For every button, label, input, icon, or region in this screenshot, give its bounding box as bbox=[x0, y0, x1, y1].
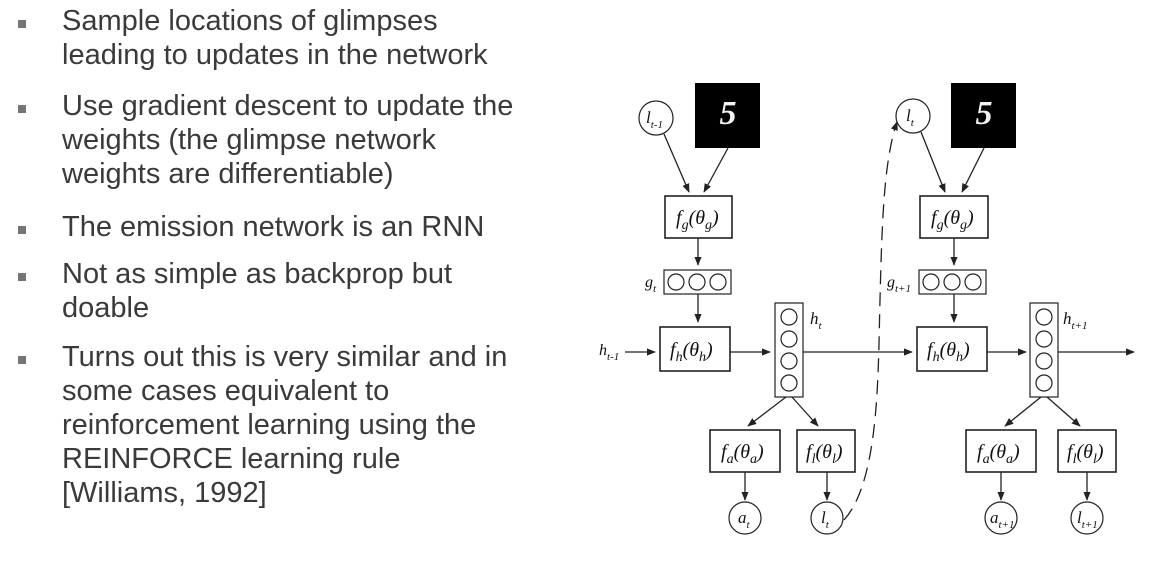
bullet-square-icon bbox=[18, 273, 26, 281]
glimpse-image: 5 bbox=[695, 83, 760, 148]
svg-text:fl(θl): fl(θl) bbox=[806, 441, 843, 467]
action-output-node: at+1 bbox=[984, 501, 1018, 535]
glimpse-feature-vector: gt bbox=[645, 269, 732, 295]
glimpse-feature-vector: gt+1 bbox=[887, 269, 987, 295]
time-step-t-plus-1: lt 5 fg(θg) gt+1 fh(θh) bbox=[887, 83, 1135, 535]
svg-text:fg(θg): fg(θg) bbox=[931, 207, 974, 233]
bullet-text: Sample locations of glimpses leading to … bbox=[62, 5, 488, 71]
core-network-box: fh(θh) bbox=[659, 326, 731, 372]
svg-text:ht: ht bbox=[810, 309, 823, 332]
hidden-state-vector: ht+1 bbox=[1029, 302, 1087, 398]
svg-text:gt+1: gt+1 bbox=[887, 274, 911, 295]
location-output-node: lt+1 bbox=[1070, 501, 1104, 535]
bullet-text: Use gradient descent to update the weigh… bbox=[62, 90, 514, 190]
hidden-state-vector: ht bbox=[774, 302, 823, 398]
bullet-square-icon bbox=[18, 20, 26, 28]
svg-text:lt-1: lt-1 bbox=[646, 108, 663, 131]
location-network-box: fl(θl) bbox=[796, 429, 856, 473]
bullet-square-icon bbox=[18, 105, 26, 113]
location-feedback-dashed-arrow bbox=[843, 121, 898, 521]
action-output-node: at bbox=[728, 501, 762, 535]
bullet-text: Not as simple as backprop but doable bbox=[62, 258, 453, 324]
svg-text:lt: lt bbox=[906, 106, 915, 129]
action-network-box: fa(θa) bbox=[965, 429, 1037, 473]
core-network-box: fh(θh) bbox=[916, 326, 988, 372]
svg-text:ht+1: ht+1 bbox=[1063, 309, 1087, 332]
bullet-text: The emission network is an RNN bbox=[62, 211, 485, 243]
action-network-box: fa(θa) bbox=[709, 429, 781, 473]
glimpse-image: 5 bbox=[951, 83, 1016, 148]
location-input-node: lt bbox=[895, 98, 931, 134]
glimpse-network-box: fg(θg) bbox=[664, 195, 733, 239]
location-input-node: lt-1 bbox=[638, 100, 674, 136]
svg-text:5: 5 bbox=[720, 95, 737, 132]
svg-text:fh(θh): fh(θh) bbox=[670, 339, 713, 365]
svg-text:at: at bbox=[738, 508, 751, 531]
bullet-square-icon bbox=[18, 226, 26, 234]
time-step-t: lt-1 5 fg(θg) gt ht-1 fh(θh) bbox=[599, 83, 913, 535]
bullet-text: Turns out this is very similar and in so… bbox=[62, 341, 508, 509]
hidden-input-label: ht-1 bbox=[599, 342, 619, 363]
svg-text:fl(θl): fl(θl) bbox=[1067, 441, 1104, 467]
svg-text:fg(θg): fg(θg) bbox=[676, 207, 719, 233]
svg-text:gt: gt bbox=[645, 274, 657, 295]
svg-text:ht-1: ht-1 bbox=[599, 342, 619, 363]
svg-text:at+1: at+1 bbox=[990, 508, 1014, 531]
bullet-square-icon bbox=[18, 356, 26, 364]
location-network-box: fl(θl) bbox=[1057, 429, 1117, 473]
glimpse-network-box: fg(θg) bbox=[919, 195, 989, 239]
svg-text:fh(θh): fh(θh) bbox=[927, 339, 970, 365]
location-output-node: lt bbox=[810, 501, 844, 535]
svg-text:fa(θa): fa(θa) bbox=[721, 441, 764, 467]
svg-text:lt+1: lt+1 bbox=[1077, 508, 1098, 531]
svg-text:fa(θa): fa(θa) bbox=[977, 441, 1020, 467]
svg-text:lt: lt bbox=[821, 508, 830, 531]
svg-text:5: 5 bbox=[976, 95, 993, 132]
